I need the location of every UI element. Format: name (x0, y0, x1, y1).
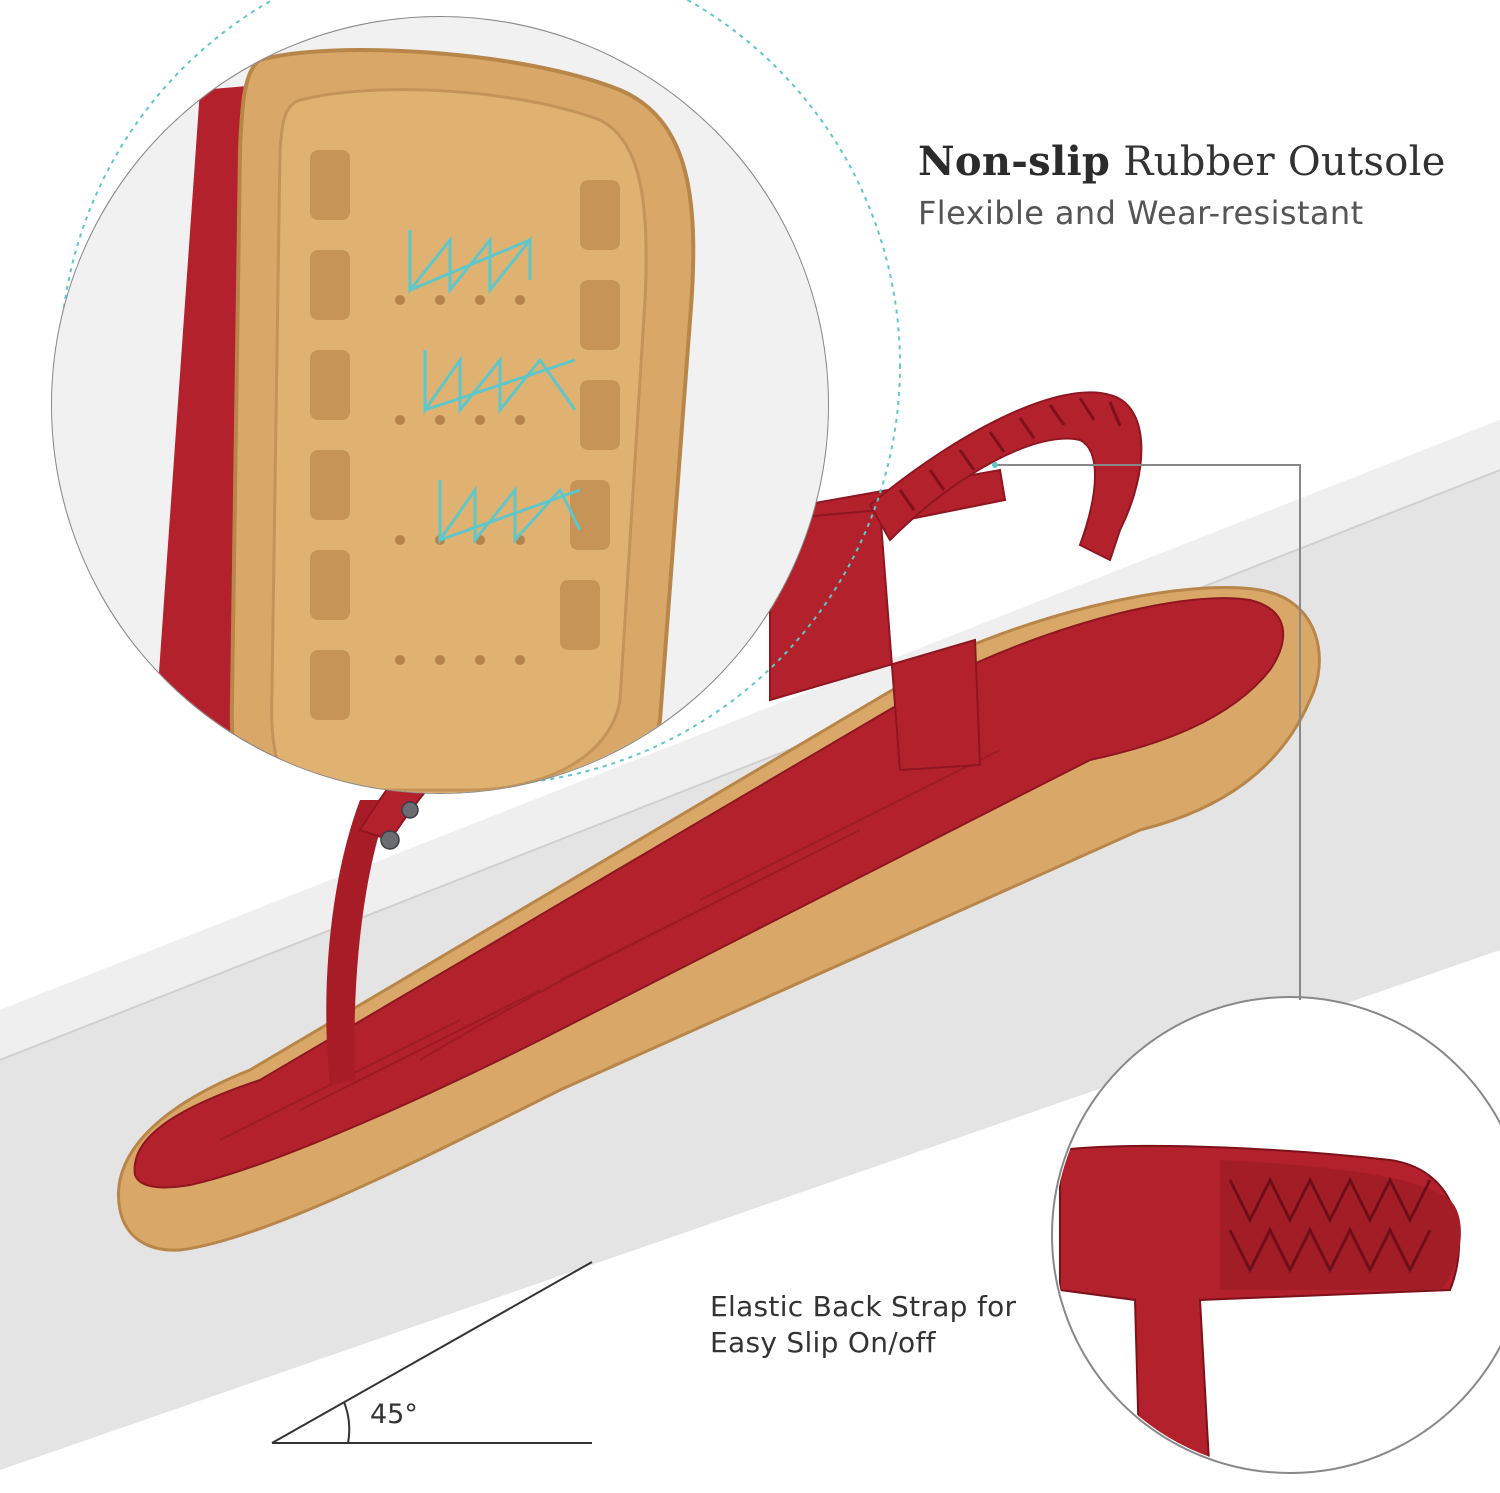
angle-label: 45° (370, 1399, 418, 1430)
strap-caption-line1: Elastic Back Strap for (710, 1290, 1017, 1323)
platform-edge-line (0, 469, 1500, 1061)
strap-connector-line (992, 462, 1301, 1000)
angle-marker (271, 1261, 593, 1444)
flex-zigzag-lines (408, 230, 582, 545)
strap-caption-line2: Easy Slip On/off (710, 1326, 936, 1359)
tread-pattern (310, 150, 620, 720)
platform-top-face (0, 420, 1500, 1060)
strap-zoom-content (1054, 999, 1500, 1471)
outsole-zoom-content (52, 17, 828, 793)
outsole-subheadline: Flexible and Wear-resistant (918, 194, 1364, 232)
outsole-headline-rest: Rubber Outsole (1110, 139, 1446, 185)
footbed-quilting (219, 749, 1001, 1141)
elastic-ridges (898, 397, 1122, 511)
strap-zoom-ridges (1228, 1176, 1432, 1274)
toe-post-strap (326, 800, 390, 1085)
elastic-back-strap (868, 391, 1143, 562)
outsole-headline: Non-slip Rubber Outsole (918, 138, 1446, 185)
outsole-headline-bold: Non-slip (918, 138, 1111, 185)
tread-dots (395, 295, 525, 665)
